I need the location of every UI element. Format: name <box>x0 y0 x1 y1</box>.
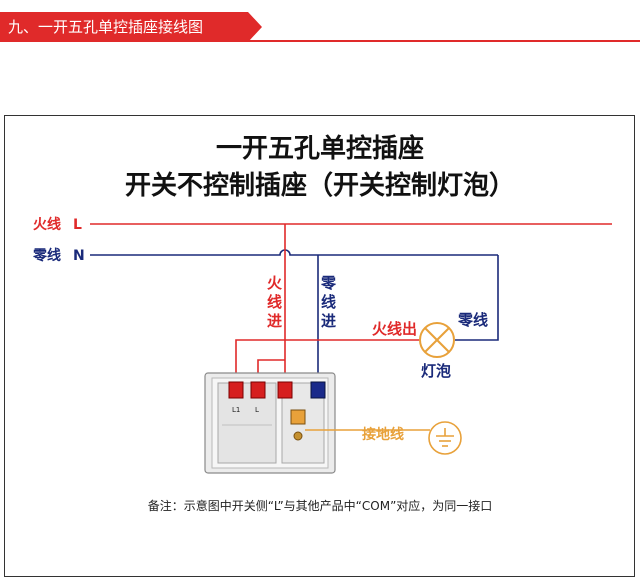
neutral-in-label-1: 零 <box>320 274 337 292</box>
neutral-main-line <box>90 249 498 256</box>
neutral-in-label-2: 线 <box>321 293 336 311</box>
neutral-wire-label: 零线 <box>32 247 61 264</box>
terminal-l1 <box>228 381 244 399</box>
bulb-icon <box>419 322 455 358</box>
ground-screw <box>293 431 303 441</box>
live-out-label: 火线出 <box>372 320 417 338</box>
live-wire-code: L <box>73 217 82 233</box>
live-in-label-2: 线 <box>267 293 282 311</box>
section-title-text: 九、一开五孔单控插座接线图 <box>8 18 204 36</box>
lamp-neutral-label: 零线 <box>457 311 488 329</box>
live-out-wire <box>235 339 420 382</box>
neutral-in-label-3: 进 <box>321 312 336 330</box>
ground-label: 接地线 <box>362 426 404 443</box>
live-in-label-1: 火 <box>267 274 283 292</box>
section-title: 九、一开五孔单控插座接线图 <box>0 12 262 42</box>
ground-icon <box>428 421 462 455</box>
neutral-wire-code: N <box>73 248 85 264</box>
diagram-subtitle: 开关不控制插座（开关控制灯泡） <box>124 171 515 201</box>
lamp-neutral-wire <box>455 255 499 341</box>
header-divider <box>0 40 640 42</box>
diagram-frame <box>4 115 635 577</box>
terminal-neutral-socket <box>310 381 326 399</box>
live-in-label-3: 进 <box>267 312 282 330</box>
bulb-label: 灯泡 <box>421 362 451 380</box>
diagram-note: 备注：示意图中开关侧“L”与其他产品中“COM”对应，为同一接口 <box>147 499 493 513</box>
terminal-label-l1: L1 <box>232 406 240 414</box>
terminal-live-socket <box>277 381 293 399</box>
live-wire-label: 火线 <box>33 216 61 233</box>
diagram-title: 一开五孔单控插座 <box>215 134 424 164</box>
terminal-l <box>250 381 266 399</box>
terminal-ground <box>290 409 306 425</box>
terminal-label-l: L <box>255 406 259 414</box>
